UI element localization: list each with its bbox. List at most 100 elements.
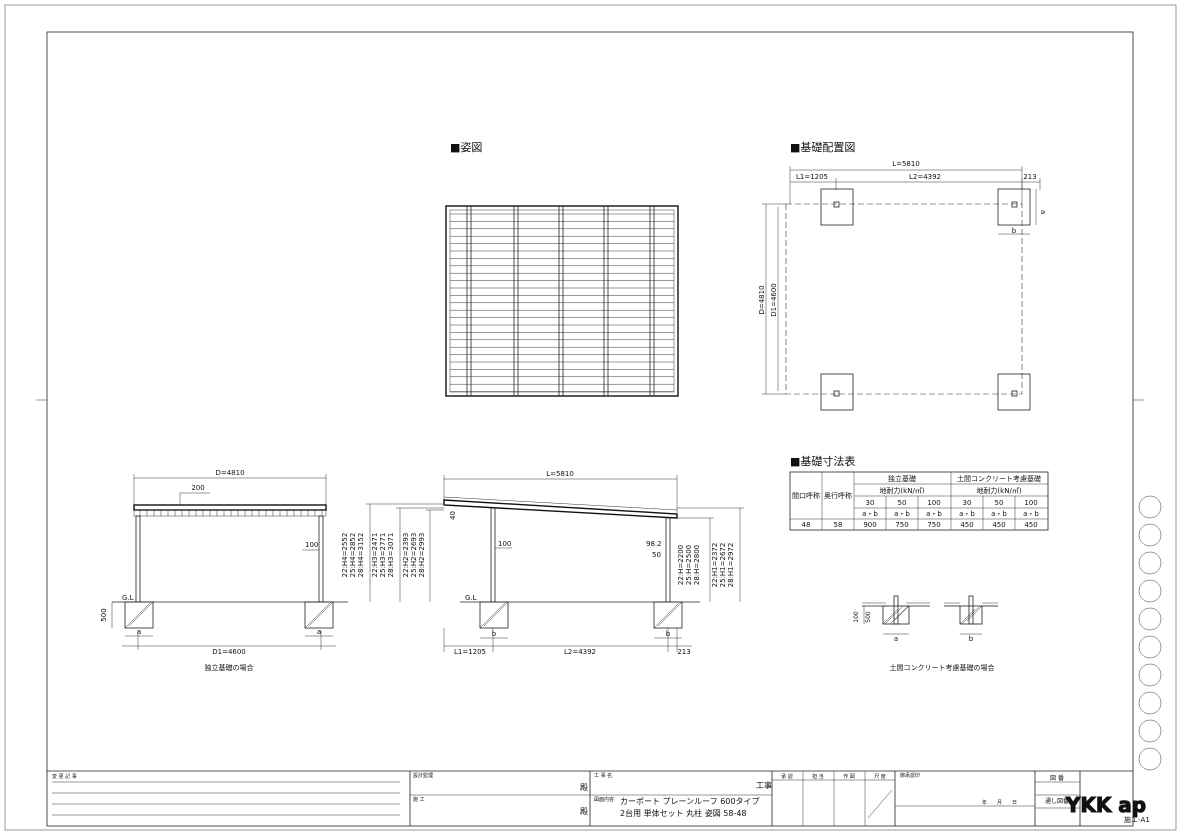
h1-25: 25:H1=2672 <box>719 543 727 588</box>
drawing-line-1: カーポート プレーンルーフ 600タイプ <box>620 797 759 806</box>
h-22: 22:H=2200 <box>677 545 685 585</box>
table-val-6: 450 <box>1024 521 1037 529</box>
soil-concrete-detail: 100 500 a b 土間コンクリート考慮基礎の場合 <box>853 595 998 672</box>
table-group-soil: 土間コンクリート考慮基礎 <box>957 474 1041 483</box>
roof-plan-view <box>445 205 679 397</box>
table-bearing-5: 50 <box>995 499 1004 507</box>
table-val-4: 450 <box>960 521 973 529</box>
h1-22: 22:H1=2372 <box>711 543 719 588</box>
table-val-3: 750 <box>927 521 940 529</box>
hatch-line <box>503 601 509 607</box>
date-label: 年 月 日 <box>982 799 1017 806</box>
front-gl: G.L <box>465 594 477 602</box>
hatch-line <box>328 601 334 607</box>
side-elevation: D=4810 200 100 G.L 500 a a D1=4600 独立基礎の… <box>100 469 348 672</box>
approval-date-label: 御承認印 <box>900 772 920 779</box>
h4-28: 28:H4=3152 <box>357 533 365 578</box>
layout-L2: L2=4392 <box>909 173 941 181</box>
table-bearing-4: 30 <box>963 499 972 507</box>
table-row-depth: 58 <box>834 521 843 529</box>
table-title: ■基礎寸法表 <box>790 454 855 468</box>
side-caption: 独立基礎の場合 <box>205 663 254 672</box>
hatch-line <box>479 602 506 629</box>
revision-label: 変 更 記 事 <box>52 773 77 780</box>
table-val-1: 900 <box>863 521 876 529</box>
front-b-left: b <box>492 630 497 638</box>
outer-border <box>4 4 1177 831</box>
table-ab-1: a・b <box>862 510 878 518</box>
front-post: 100 <box>498 540 511 548</box>
h3-22: 22:H3=2471 <box>371 533 379 578</box>
table-bearing-label-2: 地耐力(kN/㎡) <box>976 486 1021 495</box>
foundation-layout-plan: L=5810 L1=1205 L2=4392 213 a b D=4810 D1… <box>758 160 1047 411</box>
honorific-2: 殿 <box>580 807 588 816</box>
stamp-scale: 尺 度 <box>874 773 886 780</box>
hatch-line <box>304 602 331 629</box>
soil-caption: 土間コンクリート考慮基礎の場合 <box>890 663 995 672</box>
revision-circles <box>1138 495 1162 771</box>
side-a-left: a <box>137 628 141 636</box>
layout-L: L=5810 <box>892 160 920 168</box>
side-D1: D1=4600 <box>212 648 246 656</box>
design-label: 設計監理 <box>413 772 433 779</box>
h4-22: 22:H4=2552 <box>341 533 349 578</box>
table-ab-4: a・b <box>959 510 975 518</box>
table-ab-2: a・b <box>894 510 910 518</box>
side-D: D=4810 <box>215 469 244 477</box>
h1-28: 28:H1=2972 <box>727 543 735 588</box>
stamp-charge: 担 当 <box>812 773 824 780</box>
front-end: 213 <box>677 648 690 656</box>
front-L1: L1=1205 <box>454 648 486 656</box>
table-row-width: 48 <box>802 521 811 529</box>
h2-22: 22:H2=2393 <box>402 533 410 578</box>
serial-label: 通し図番 <box>1045 797 1069 805</box>
inner-border <box>46 31 1134 827</box>
brand-logo: YKK ap <box>1065 793 1146 817</box>
front-b-right: b <box>666 630 671 638</box>
side-post-width: 100 <box>305 541 318 549</box>
title-block: 変 更 記 事 設計監理 施 工 殿 殿 工 事 名 工事 図面内容 カーポート… <box>47 770 1150 826</box>
drawing-no-label: 図 番 <box>1050 775 1064 782</box>
table-bearing-1: 30 <box>866 499 875 507</box>
table-ab-6: a・b <box>1023 510 1039 518</box>
hatch-line <box>884 605 904 625</box>
h3-25: 25:H3=2771 <box>379 533 387 578</box>
front-v50: 50 <box>652 551 661 559</box>
h2-28: 28:H2=2993 <box>418 533 426 578</box>
layout-end: 213 <box>1023 173 1036 181</box>
h4-25: 25:H4=2852 <box>349 533 357 578</box>
soil-100: 100 <box>853 611 860 623</box>
content-label: 図面内容 <box>594 796 614 803</box>
hatch-line <box>148 601 154 607</box>
table-bearing-3: 100 <box>927 499 940 507</box>
side-footing-depth: 500 <box>100 608 108 621</box>
hatch-line <box>959 608 976 625</box>
layout-a: a <box>1039 210 1047 214</box>
layout-b: b <box>1012 227 1017 235</box>
project-suffix: 工事 <box>756 780 772 790</box>
hatch-line <box>961 605 981 625</box>
hatch-line <box>889 605 909 625</box>
table-bearing-6: 100 <box>1024 499 1037 507</box>
layout-D1: D1=4600 <box>770 283 778 317</box>
h2-25: 25:H2=2693 <box>410 533 418 578</box>
front-v40: 40 <box>449 511 457 520</box>
hatch-line <box>124 602 151 629</box>
table-ab-3: a・b <box>926 510 942 518</box>
table-group-independent: 独立基礎 <box>888 474 916 483</box>
front-v98: 98.2 <box>646 540 662 548</box>
honorific-1: 殿 <box>580 783 588 792</box>
hatch-line <box>882 608 899 625</box>
stamp-approval: 承 認 <box>781 773 793 780</box>
drawing-line-2: 2台用 単体セット 丸柱 姿図 58-48 <box>620 808 747 818</box>
side-overhang: 200 <box>191 484 204 492</box>
stamp-drawn: 作 図 <box>843 773 855 780</box>
h-28: 28:H=2800 <box>693 545 701 585</box>
layout-title: ■基礎配置図 <box>790 141 855 154</box>
hatch-line <box>677 601 683 607</box>
table-col-width: 間口呼称 <box>792 491 820 500</box>
soil-500: 500 <box>865 611 872 623</box>
table-bearing-2: 50 <box>898 499 907 507</box>
construction-label: 施 工 <box>413 796 425 803</box>
